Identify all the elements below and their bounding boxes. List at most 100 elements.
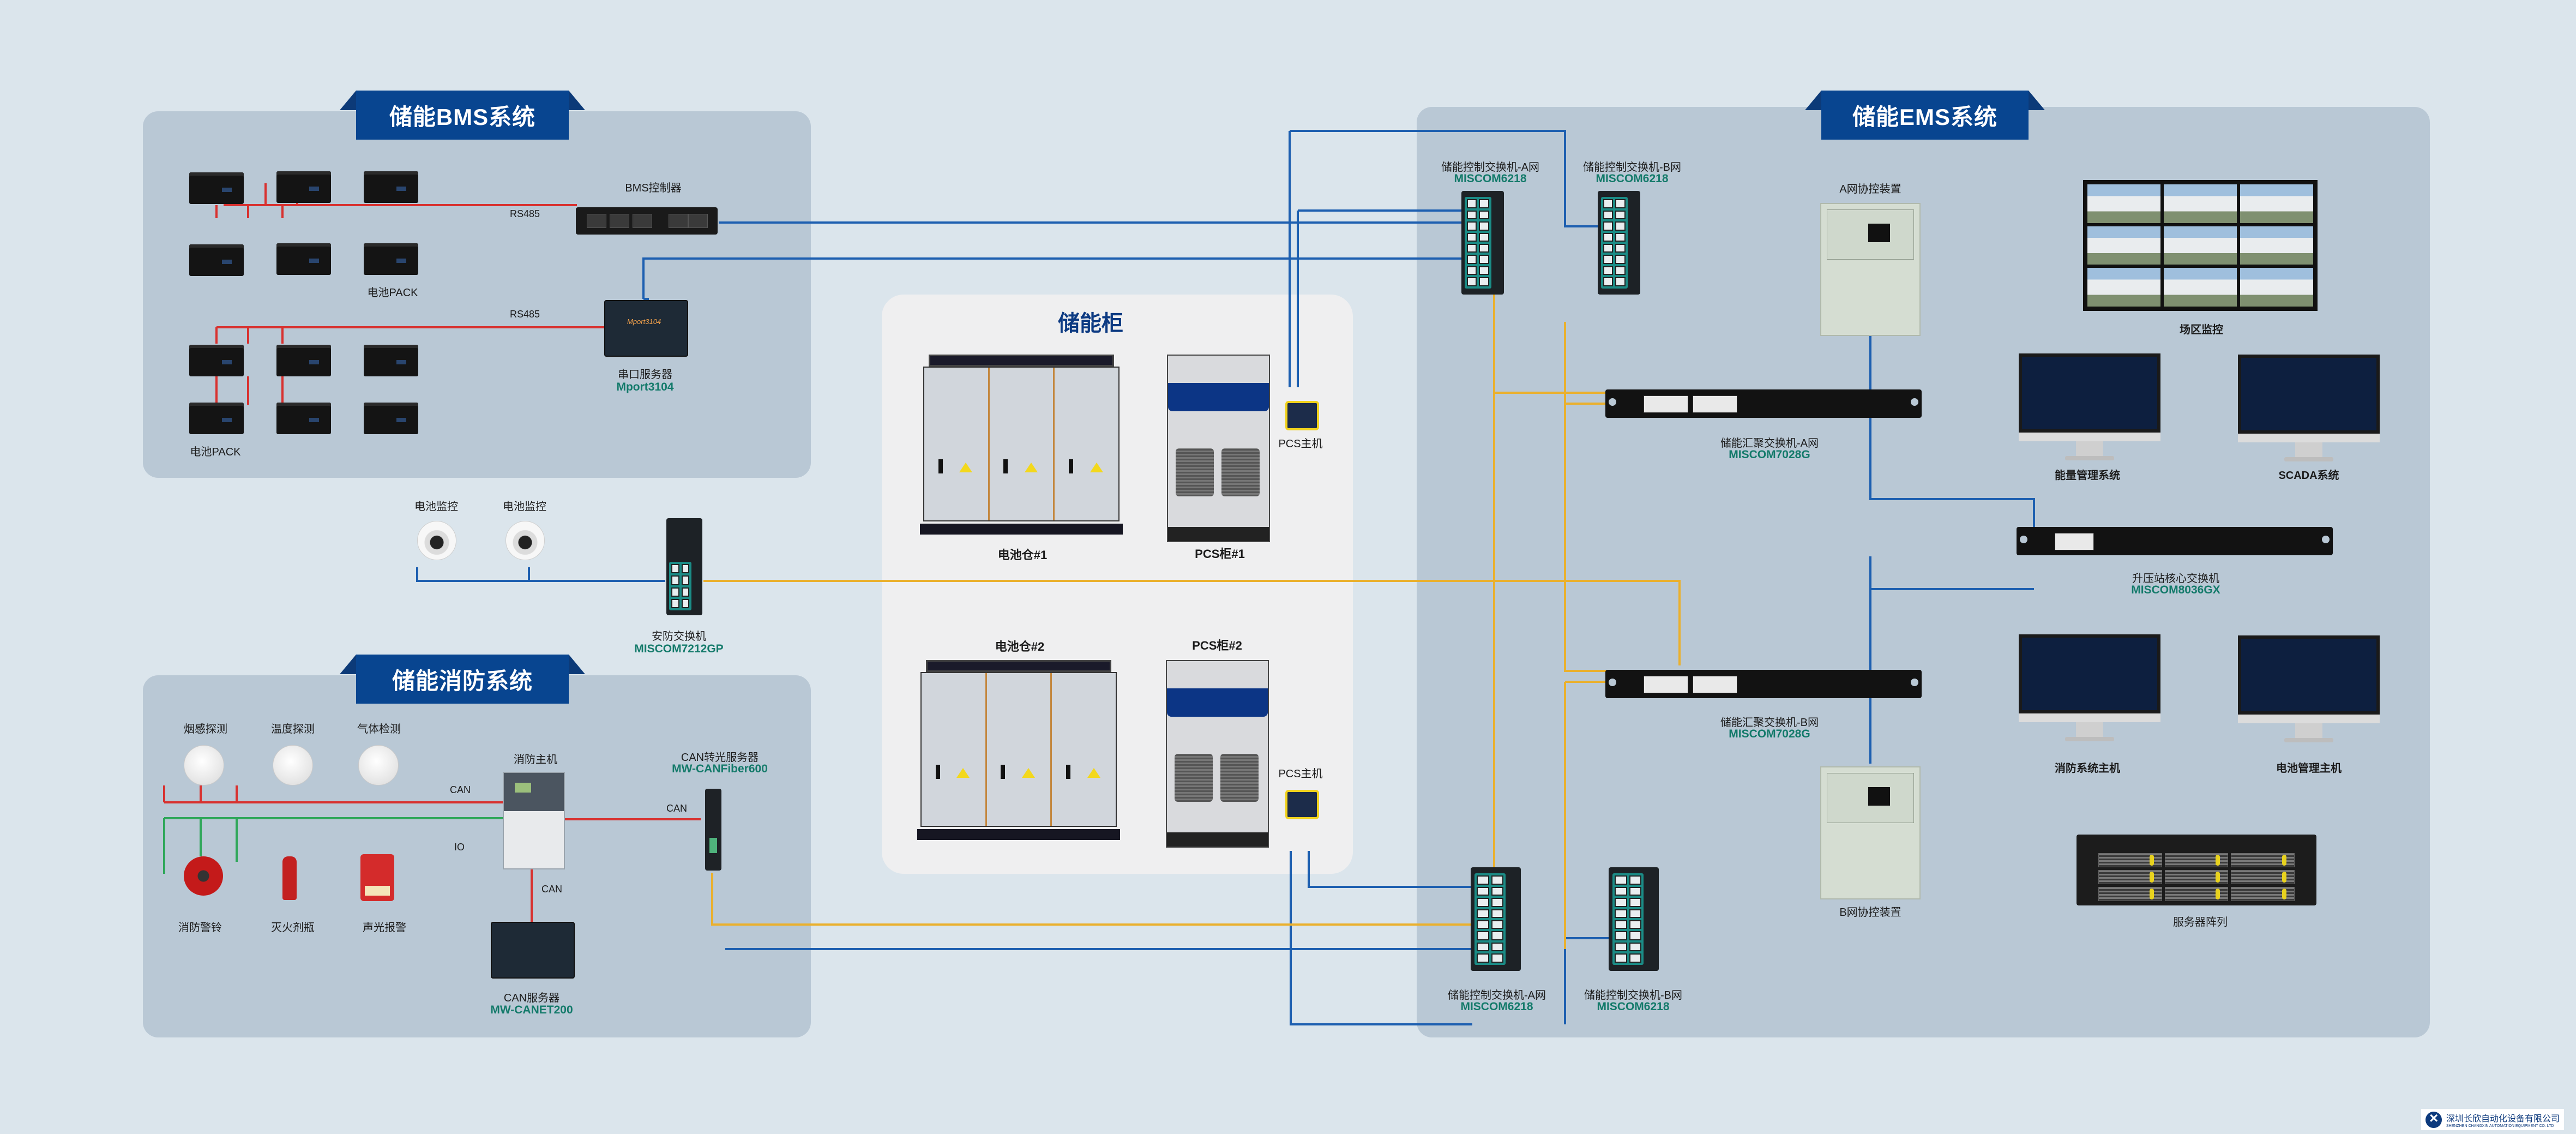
pcs-cabinet-2-label: PCS柜#2 bbox=[1192, 639, 1242, 652]
agg-switch-a-model: MISCOM7028G bbox=[1729, 448, 1810, 461]
company-name-cn: 深圳长欣自动化设备有限公司 bbox=[2446, 1114, 2560, 1124]
company-logo-icon bbox=[2425, 1109, 2442, 1128]
camera-label: 电池监控 bbox=[414, 501, 458, 513]
battery-pack-label: 电池PACK bbox=[190, 446, 241, 458]
bms-section-tab: 储能BMS系统 bbox=[340, 91, 585, 140]
server-array bbox=[2077, 835, 2316, 905]
ctrl-switch-b-top-model: MISCOM6218 bbox=[1596, 172, 1669, 185]
ethernet-links bbox=[416, 130, 2035, 1025]
can-label: CAN bbox=[450, 784, 471, 795]
battery-cabinet-2 bbox=[917, 660, 1120, 840]
battery-pack bbox=[364, 171, 418, 203]
battery-pack bbox=[276, 171, 331, 203]
fire-section-title: 储能消防系统 bbox=[356, 655, 569, 704]
temperature-detector-icon bbox=[273, 745, 313, 785]
can-server bbox=[491, 922, 575, 979]
pcs-cabinet-2 bbox=[1166, 660, 1269, 848]
battery-pack bbox=[189, 403, 244, 434]
fire-extinguisher-icon bbox=[282, 856, 297, 900]
fire-bell-label: 消防警铃 bbox=[178, 922, 222, 934]
fire-extinguisher-label: 灭火剂瓶 bbox=[271, 922, 315, 934]
can-label: CAN bbox=[666, 803, 688, 814]
coord-a-label: A网协控装置 bbox=[1839, 183, 1901, 195]
company-logo: 深圳长欣自动化设备有限公司 SHENZHEN CHANGXIN AUTOMATI… bbox=[2421, 1109, 2565, 1130]
battery-pack-label: 电池PACK bbox=[367, 287, 418, 299]
agg-switch-b-label: 储能汇聚交换机-B网 bbox=[1720, 717, 1819, 729]
temperature-detector-label: 温度探测 bbox=[271, 723, 315, 735]
gas-detector-label: 气体检测 bbox=[357, 723, 401, 735]
io-bus-actuators bbox=[163, 817, 505, 874]
serial-server: Mport3104 bbox=[604, 300, 688, 357]
site-monitor-video-wall bbox=[2083, 180, 2318, 311]
scada-monitor bbox=[2238, 355, 2380, 464]
can-fiber-label: CAN转光服务器 bbox=[681, 752, 759, 764]
security-switch-label: 安防交换机 bbox=[652, 631, 706, 643]
company-name-en: SHENZHEN CHANGXIN AUTOMATION EQUIPMENT C… bbox=[2446, 1124, 2554, 1128]
core-switch-label: 升压站核心交换机 bbox=[2132, 573, 2219, 585]
fiber-links bbox=[703, 295, 1681, 949]
battery-mgmt-host-label: 电池管理主机 bbox=[2276, 763, 2342, 775]
fire-bell-icon bbox=[184, 856, 223, 896]
ctrl-switch-a-bottom-label: 储能控制交换机-A网 bbox=[1448, 989, 1546, 1001]
ctrl-switch-a-top bbox=[1461, 191, 1504, 295]
ctrl-switch-b-bottom-model: MISCOM6218 bbox=[1597, 1000, 1670, 1013]
can-label: CAN bbox=[541, 884, 563, 895]
fire-host-label: 消防主机 bbox=[514, 754, 557, 766]
ctrl-switch-b-bottom bbox=[1609, 867, 1659, 971]
bms-controller-label: BMS控制器 bbox=[625, 182, 682, 194]
ctrl-switch-a-bottom-model: MISCOM6218 bbox=[1460, 1000, 1533, 1013]
io-label: IO bbox=[454, 842, 465, 853]
bms-controller bbox=[576, 207, 718, 235]
sound-light-alarm-icon bbox=[360, 854, 394, 901]
battery-pack bbox=[189, 244, 244, 276]
battery-pack bbox=[189, 345, 244, 376]
battery-pack bbox=[276, 345, 331, 376]
ctrl-switch-a-top-model: MISCOM6218 bbox=[1454, 172, 1527, 185]
fire-panel bbox=[143, 675, 811, 1037]
sound-light-alarm-label: 声光报警 bbox=[363, 922, 406, 934]
can-bus-detectors bbox=[163, 785, 701, 922]
security-switch-model: MISCOM7212GP bbox=[634, 643, 724, 655]
camera-icon bbox=[505, 521, 545, 560]
smoke-detector-label: 烟感探测 bbox=[184, 723, 227, 735]
ctrl-switch-a-top-label: 储能控制交换机-A网 bbox=[1441, 161, 1539, 173]
agg-switch-a-label: 储能汇聚交换机-A网 bbox=[1720, 437, 1819, 449]
camera-label: 电池监控 bbox=[503, 501, 546, 513]
cabinet-section-title: 储能柜 bbox=[1058, 311, 1123, 335]
serial-server-model: Mport3104 bbox=[616, 381, 674, 393]
battery-cabinet-1-label: 电池仓#1 bbox=[997, 548, 1048, 562]
fire-control-host bbox=[503, 772, 565, 869]
battery-pack bbox=[276, 243, 331, 275]
can-server-model: MW-CANET200 bbox=[490, 1004, 573, 1016]
agg-switch-b bbox=[1605, 670, 1922, 698]
battery-mgmt-host-monitor bbox=[2238, 635, 2380, 745]
pcs-host-1-label: PCS主机 bbox=[1278, 438, 1323, 450]
rs485-bus-2 bbox=[215, 326, 604, 405]
fire-section-tab: 储能消防系统 bbox=[340, 655, 585, 704]
serial-server-label: 串口服务器 bbox=[618, 369, 672, 381]
pcs-cabinet-1 bbox=[1167, 355, 1270, 542]
can-fiber-converter bbox=[705, 789, 721, 871]
ctrl-switch-b-top bbox=[1598, 191, 1640, 295]
rs485-label: RS485 bbox=[510, 309, 540, 320]
core-switch-model: MISCOM8036GX bbox=[2131, 584, 2220, 596]
can-server-label: CAN服务器 bbox=[503, 992, 560, 1004]
rs485-label: RS485 bbox=[510, 208, 540, 219]
fire-system-host-label: 消防系统主机 bbox=[2055, 763, 2120, 775]
energy-mgmt-label: 能量管理系统 bbox=[2055, 470, 2120, 482]
server-array-label: 服务器阵列 bbox=[2173, 916, 2228, 928]
battery-pack bbox=[364, 403, 418, 434]
can-fiber-model: MW-CANFiber600 bbox=[672, 763, 768, 775]
fire-system-host-monitor bbox=[2019, 634, 2160, 743]
battery-pack bbox=[364, 243, 418, 275]
bms-panel bbox=[143, 111, 811, 478]
agg-switch-a bbox=[1605, 389, 1922, 418]
smoke-detector-icon bbox=[184, 745, 224, 785]
energy-mgmt-monitor bbox=[2019, 353, 2160, 463]
coord-device-a bbox=[1820, 203, 1921, 336]
battery-cabinet-1 bbox=[920, 355, 1123, 535]
camera-icon bbox=[417, 521, 456, 560]
battery-pack bbox=[189, 172, 244, 204]
battery-pack bbox=[364, 345, 418, 376]
